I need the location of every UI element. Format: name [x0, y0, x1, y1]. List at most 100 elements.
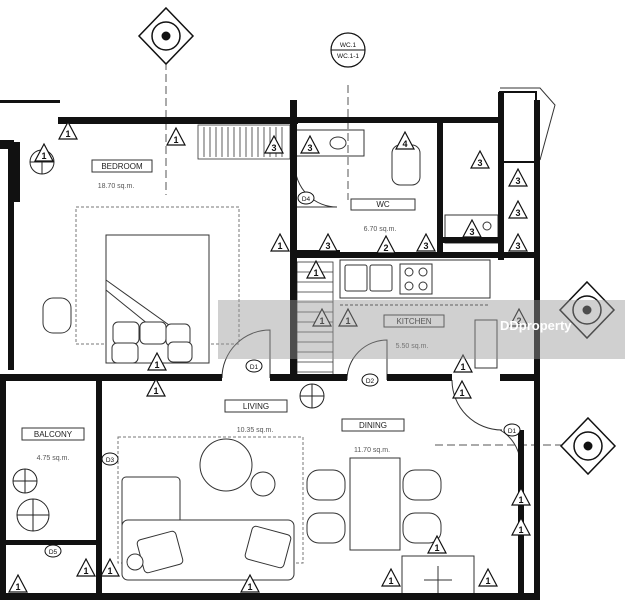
door-label: D5	[49, 549, 58, 556]
elevation-tag: 3	[508, 167, 528, 187]
room-label-balcony: BALCONY 4.75 sq.m.	[21, 427, 85, 462]
elevation-tag: 3	[318, 232, 338, 252]
elevation-tag-label: 1	[173, 135, 178, 145]
elevation-tag: 1	[453, 353, 473, 373]
elevation-tag: 1	[8, 573, 28, 593]
wc-tag-line1: WC.1	[340, 42, 357, 49]
door-marker	[44, 544, 62, 558]
elevation-tag: 1	[100, 557, 120, 577]
door-marker	[361, 373, 379, 387]
elevation-tag: 1	[34, 142, 54, 162]
dining-furniture	[306, 457, 475, 600]
living-rug	[117, 436, 304, 564]
elevation-tag: 3	[462, 218, 482, 238]
door-label: D4	[302, 196, 311, 203]
elevation-tag-label: 3	[515, 176, 520, 186]
elevation-tag: 1	[478, 567, 498, 587]
section-markers	[137, 6, 617, 476]
room-area: 5.50 sq.m.	[396, 343, 429, 350]
room-label-dining: DINING 11.70 sq.m.	[341, 418, 405, 454]
elevation-tag-label: 1	[434, 543, 439, 553]
room-area: 18.70 sq.m.	[98, 183, 135, 190]
elevation-tag: 2	[376, 234, 396, 254]
elevation-tag: 3	[264, 134, 284, 154]
wc-section-tag: WC.1 WC.1-1	[330, 32, 366, 68]
room-area: 11.70 sq.m.	[354, 447, 390, 454]
room-label-kitchen: KITCHEN 5.50 sq.m.	[383, 314, 445, 350]
room-area: 6.70 sq.m.	[364, 226, 397, 233]
elevation-tags: 1 1 1 1 1 1 1 1 1 1 1 1 1 1 1 1 1 1 1 1 2 2 3 3 3 3 3 3 3 3 3 4	[8, 120, 531, 593]
elevation-tag-label: 1	[247, 582, 252, 592]
elevation-tag-label: 1	[485, 576, 490, 586]
door-label: D2	[366, 378, 375, 385]
elevation-tag-label: 1	[83, 566, 88, 576]
door-marker	[297, 191, 315, 205]
elevation-tag: 1	[240, 573, 260, 593]
elevation-tag: 1	[166, 126, 186, 146]
elevation-tag-label: 1	[313, 268, 318, 278]
room-name: WC	[376, 200, 390, 209]
room-label-living: LIVING 10.35 sq.m.	[224, 399, 288, 434]
elevation-tag: 1	[58, 120, 78, 140]
elevation-tag: 1	[338, 307, 358, 327]
door-label: D1	[250, 364, 259, 371]
plants	[12, 149, 325, 532]
bed	[105, 234, 210, 364]
elevation-tag-label: 1	[518, 495, 523, 505]
elevation-tag-label: 1	[518, 525, 523, 535]
room-area: 10.35 sq.m.	[237, 427, 274, 434]
wc-tag-line2: WC.1-1	[337, 53, 359, 60]
elevation-tag: 1	[452, 379, 472, 399]
room-name: DINING	[359, 421, 387, 430]
room-label-bedroom: BEDROOM 18.70 sq.m.	[91, 159, 153, 190]
elevation-tag-label: 3	[515, 208, 520, 218]
elevation-tag: 1	[381, 567, 401, 587]
elevation-tag: 3	[416, 232, 436, 252]
elevation-tag-label: 3	[477, 158, 482, 168]
door-marker	[503, 423, 521, 437]
elevation-tag: 1	[312, 307, 332, 327]
elevation-tag-label: 3	[423, 241, 428, 251]
elevation-tag-label: 1	[15, 582, 20, 592]
elevation-tag: 3	[508, 199, 528, 219]
elevation-tag: 3	[300, 134, 320, 154]
elevation-tag-label: 1	[345, 316, 350, 326]
elevation-tag: 4	[395, 130, 415, 150]
elevation-tag-label: 1	[107, 566, 112, 576]
elevation-tag-label: 1	[459, 388, 464, 398]
door-marker	[101, 452, 119, 466]
watermark-logo: DDproperty	[500, 318, 572, 333]
elevation-tag-label: 3	[469, 227, 474, 237]
elevation-tag: 1	[147, 351, 167, 371]
elevation-tag-label: 1	[65, 129, 70, 139]
elevation-tag-label: 1	[277, 241, 282, 251]
bedroom-stool	[42, 297, 72, 334]
elevation-tag-label: 2	[516, 316, 521, 326]
elevation-tag-label: 1	[153, 386, 158, 396]
elevation-tag-label: 1	[319, 316, 324, 326]
room-label-wc: WC 6.70 sq.m.	[350, 198, 416, 233]
elevation-tag-label: 1	[388, 576, 393, 586]
door-markers	[44, 191, 521, 558]
elevation-tag: 3	[508, 232, 528, 252]
elevation-tag: 3	[470, 149, 490, 169]
elevation-tag: 1	[511, 486, 531, 506]
room-name: BALCONY	[34, 430, 73, 439]
elevation-tag: 1	[427, 534, 447, 554]
elevation-tag-label: 4	[402, 139, 407, 149]
elevation-tag-label: 1	[154, 360, 159, 370]
elevation-tag-label: 1	[460, 362, 465, 372]
room-name: LIVING	[243, 402, 269, 411]
kitchen-counter	[339, 259, 498, 369]
door-label: D3	[106, 457, 115, 464]
elevation-tag: 1	[511, 516, 531, 536]
elevation-tag-label: 3	[271, 143, 276, 153]
door-label: D1	[508, 428, 517, 435]
elevation-tag: 1	[76, 557, 96, 577]
room-name: BEDROOM	[101, 162, 143, 171]
walls	[0, 92, 540, 600]
elevation-tag-label: 3	[325, 241, 330, 251]
elevation-tag-label: 1	[41, 151, 46, 161]
elevation-tag-label: 3	[307, 143, 312, 153]
